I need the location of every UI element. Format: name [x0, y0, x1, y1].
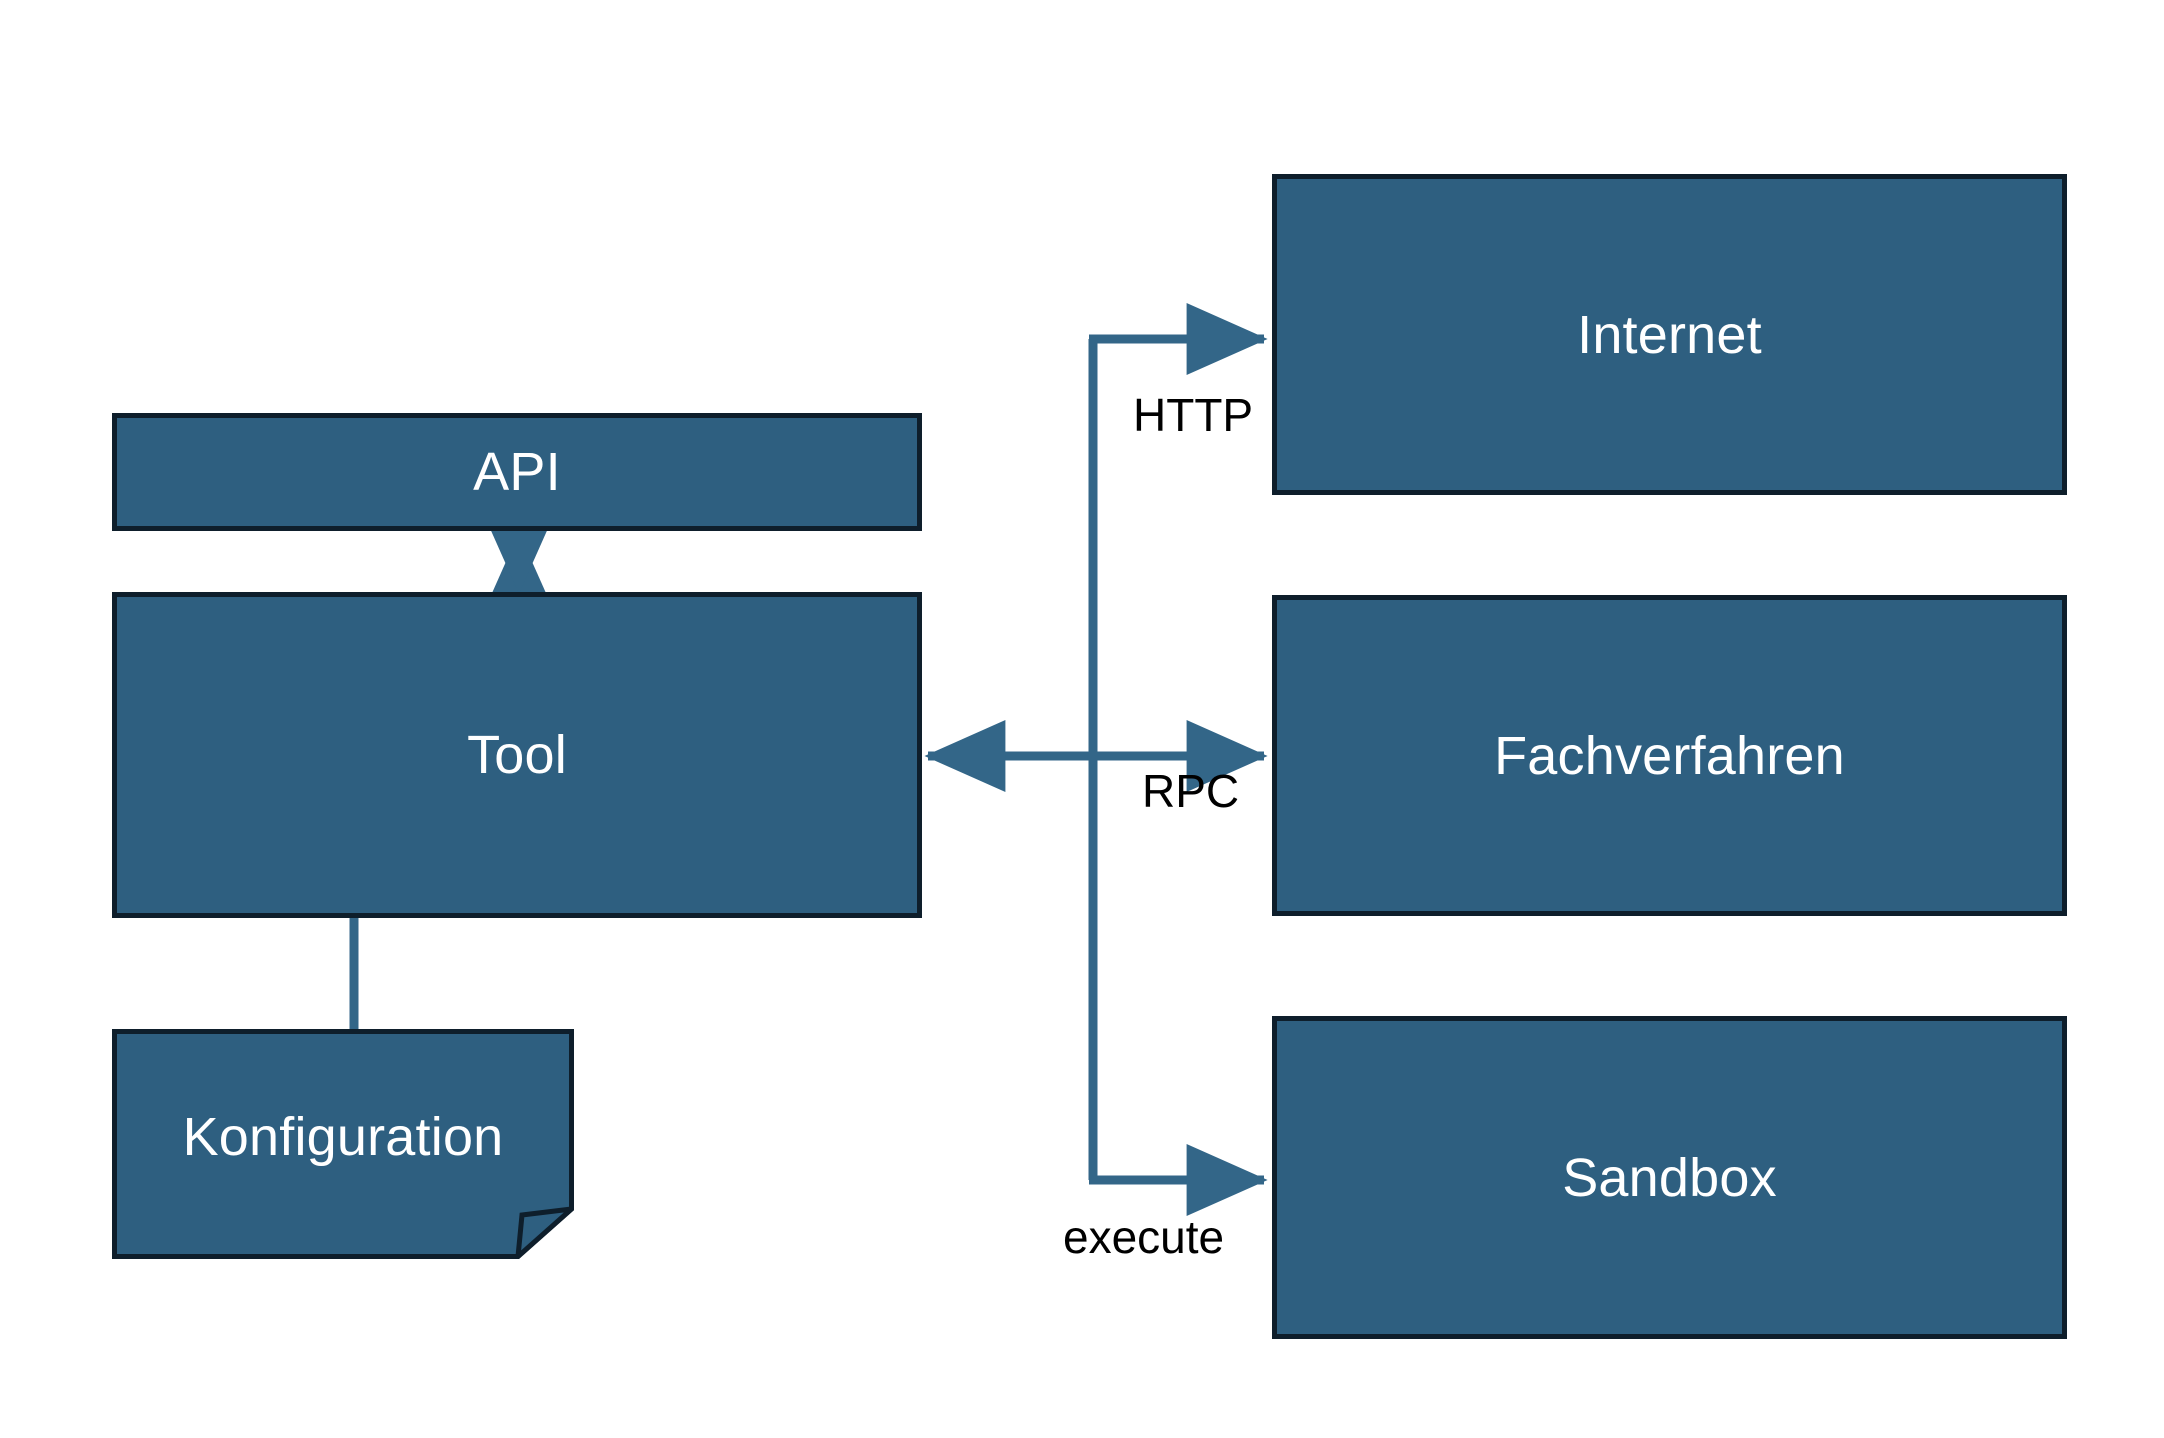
node-sandbox[interactable]: Sandbox	[1272, 1016, 2067, 1339]
node-tool[interactable]: Tool	[112, 592, 922, 918]
node-internet[interactable]: Internet	[1272, 174, 2067, 495]
node-fachverfahren-label: Fachverfahren	[1494, 725, 1845, 786]
node-sandbox-label: Sandbox	[1562, 1147, 1777, 1208]
edge-label-http: HTTP	[1133, 389, 1254, 441]
document-shape-icon	[112, 1029, 574, 1259]
node-api-label: API	[473, 442, 561, 502]
edge-label-rpc: RPC	[1142, 765, 1240, 817]
node-konfiguration[interactable]: Konfiguration	[112, 1029, 574, 1259]
node-fachverfahren[interactable]: Fachverfahren	[1272, 595, 2067, 916]
node-internet-label: Internet	[1577, 304, 1762, 365]
edge-label-execute: execute	[1063, 1211, 1225, 1263]
node-api[interactable]: API	[112, 413, 922, 531]
node-tool-label: Tool	[467, 725, 567, 785]
